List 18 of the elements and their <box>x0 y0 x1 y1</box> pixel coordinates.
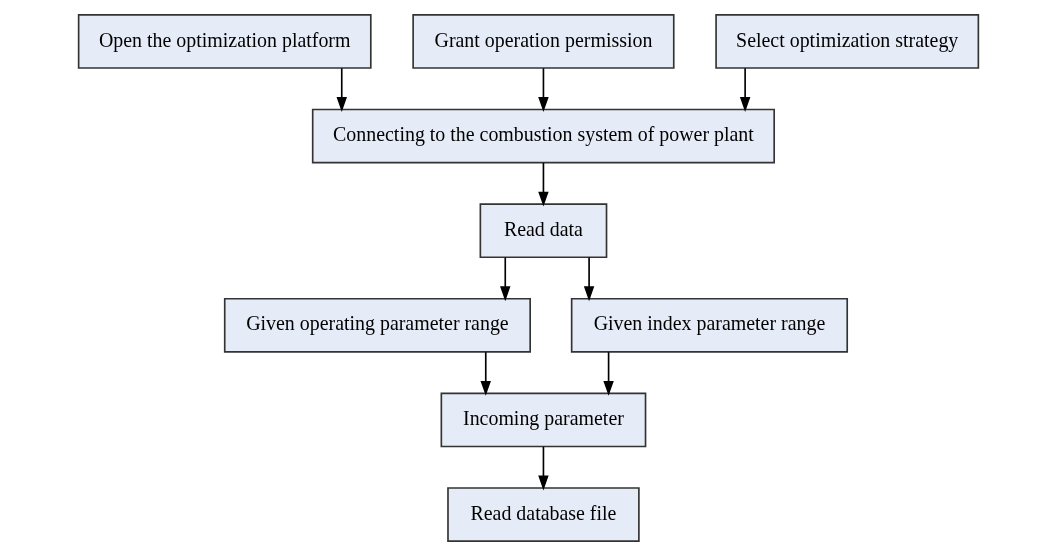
node-box: Open the optimization platform <box>77 14 372 69</box>
node-box: Select optimization strategy <box>714 14 979 69</box>
node-box: Connecting to the combustion system of power plant <box>311 108 775 164</box>
node-box: Read database file <box>446 487 640 542</box>
arrow <box>480 351 491 396</box>
node-box: Given index parameter range <box>570 297 848 353</box>
node-box: Read data <box>479 203 607 259</box>
arrow <box>583 256 594 302</box>
arrow <box>499 256 510 302</box>
arrow <box>739 67 750 112</box>
arrow <box>537 445 549 491</box>
node-box: Grant operation permission <box>411 14 675 69</box>
arrow <box>537 162 549 207</box>
node-box: Given operating parameter range <box>223 297 531 353</box>
node-box: Incoming parameter <box>440 392 646 448</box>
arrow <box>336 67 347 112</box>
arrow <box>537 67 549 112</box>
arrow <box>602 351 614 396</box>
